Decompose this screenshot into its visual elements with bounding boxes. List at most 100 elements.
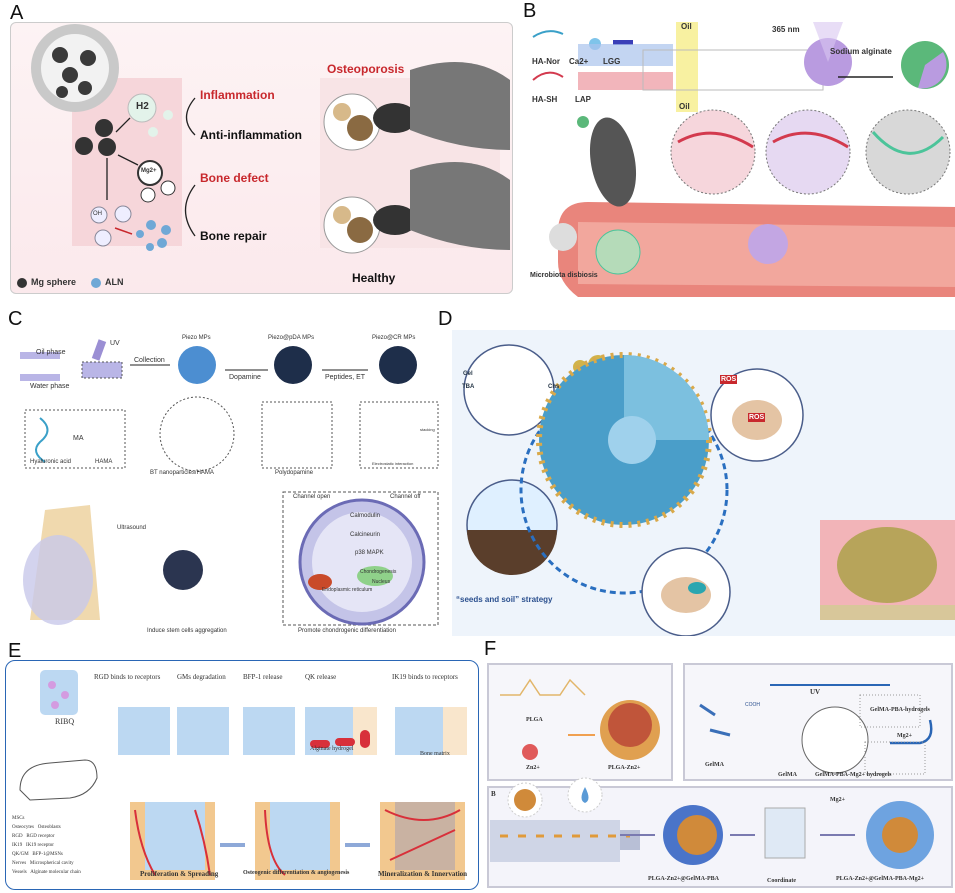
legend-e-item: Microspherical cavity bbox=[29, 861, 74, 866]
channel-off-label: Channel off bbox=[390, 494, 421, 500]
lgg-label: LGG bbox=[603, 57, 621, 66]
panel-e-box bbox=[5, 660, 479, 890]
er-label: Endoplasmic reticulum bbox=[322, 587, 373, 593]
legend-e: MSCs Osteocytes Osteoblasts RGD RGD rece… bbox=[12, 814, 142, 877]
polydopamine-label: Polydopamine bbox=[275, 470, 314, 476]
tba-label: TBA bbox=[462, 384, 475, 390]
coordinate-label: Coordinate bbox=[767, 878, 796, 884]
mg-ion-label: Mg2+ bbox=[897, 733, 913, 739]
legend-e-item: Osteoblasts bbox=[37, 825, 61, 830]
oil-phase-label: Oil phase bbox=[36, 349, 66, 356]
legend-e-item: BFP-1@MSNs bbox=[32, 852, 63, 857]
ma-label: MA bbox=[73, 435, 84, 442]
legend-e-item: MSCs bbox=[12, 816, 25, 821]
panel-c-illustration bbox=[20, 339, 439, 626]
legend-e-item: Vessels bbox=[12, 870, 27, 875]
panel-f-illustration bbox=[490, 678, 934, 869]
f-uv-label: UV bbox=[810, 688, 821, 696]
legend-e-item: Osteocytes bbox=[12, 825, 34, 830]
legend-aln: ALN bbox=[105, 277, 124, 287]
channel-open-label: Channel open bbox=[293, 494, 331, 500]
uv-label: UV bbox=[110, 340, 120, 347]
legend-mg-sphere: Mg sphere bbox=[31, 277, 77, 287]
legend-e-item: IK19 receptor bbox=[26, 843, 54, 848]
chondrogenesis-label: Chondrogenesis bbox=[360, 569, 397, 575]
bt-label: BT nanoparticles/HAMA bbox=[150, 470, 214, 476]
lap-label: LAP bbox=[575, 95, 591, 104]
legend-e-item: Alginate molecular chain bbox=[30, 870, 81, 875]
promote-label: Promote chondrogenic differentiation bbox=[298, 628, 396, 634]
step-gms: GMs degradation bbox=[177, 673, 226, 681]
hama-label: HAMA bbox=[95, 459, 113, 465]
gelma-label: GelMA bbox=[705, 762, 724, 768]
step1-label: PLGA-Zn2+@GelMA-PBA bbox=[648, 876, 719, 882]
inflammation-text: Inflammation bbox=[200, 88, 275, 102]
anti-inflammation-text: Anti-inflammation bbox=[200, 128, 302, 142]
panel-label-b: B bbox=[523, 0, 537, 22]
stage-mineralization: Mineralization & Innervation bbox=[378, 870, 468, 878]
oil-bottom-label: Oil bbox=[679, 102, 690, 111]
collection-label: Collection bbox=[134, 357, 165, 364]
peptides-label: Peptides, ET bbox=[325, 374, 366, 381]
oil-top-label: Oil bbox=[681, 22, 692, 31]
p38-label: p38 MAPK bbox=[355, 550, 384, 556]
ca-label: Ca2+ bbox=[569, 57, 589, 66]
bone-matrix-label: Bone matrix bbox=[420, 751, 450, 757]
panel-label-d: D bbox=[438, 308, 453, 330]
panel-label-a: A bbox=[10, 2, 24, 24]
panel-label-c: C bbox=[8, 308, 23, 330]
panel-e-illustration bbox=[19, 670, 467, 880]
panel-b-illustration bbox=[532, 22, 955, 297]
plga-label: PLGA bbox=[526, 717, 543, 723]
ros-badge-2: ROS bbox=[748, 413, 766, 422]
ribq-label: RIBQ bbox=[55, 717, 75, 726]
bone-repair-text: Bone repair bbox=[200, 229, 267, 243]
stage-osteogenic: Osteogenic differentiation & angiogenesi… bbox=[243, 870, 350, 876]
gelma-circle-label: GelMA bbox=[778, 772, 797, 778]
panel-d-illustration bbox=[463, 344, 955, 636]
chs-label: Chs bbox=[548, 384, 560, 390]
mg-label: Mg2+ bbox=[141, 168, 157, 174]
gelma-pba-label: GelMA-PBA-hydrogels bbox=[870, 707, 930, 713]
dopamine-label: Dopamine bbox=[229, 374, 261, 381]
step-bfp: BFP-1 release bbox=[243, 673, 283, 681]
panel-a-illustration bbox=[17, 24, 510, 288]
ros-badge-1: ROS bbox=[720, 375, 738, 384]
legend-e-item: RGD receptor bbox=[26, 834, 55, 839]
legend-e-item: QK/GM bbox=[12, 852, 29, 857]
step-ik19: IK19 binds to receptors bbox=[392, 673, 458, 681]
panel-label-e: E bbox=[8, 640, 22, 662]
mg-ion-label-2: Mg2+ bbox=[830, 797, 846, 803]
gel-label: Gel bbox=[463, 371, 473, 377]
legend-e-item: RGD bbox=[12, 834, 23, 839]
subpanel-b-label: B bbox=[491, 790, 496, 798]
stacking-label: stacking bbox=[420, 427, 435, 432]
step-qk: QK release bbox=[305, 673, 337, 681]
plga-zn-label: PLGA-Zn2+ bbox=[608, 765, 641, 771]
cooh-label: COOH bbox=[745, 702, 760, 708]
oh-label: OH bbox=[93, 211, 102, 217]
alginate-hydrogel-label: Alginate hydrogel bbox=[310, 746, 354, 752]
uv-wavelength-label: 365 nm bbox=[772, 25, 800, 34]
zn-label: Zn2+ bbox=[526, 765, 540, 771]
step-rgd: RGD binds to receptors bbox=[94, 673, 161, 681]
strategy-label: “seeds and soil” strategy bbox=[456, 595, 553, 604]
calcineurin-label: Calcineurin bbox=[350, 532, 381, 538]
legend-e-item: Nerves bbox=[12, 861, 27, 866]
bone-defect-text: Bone defect bbox=[200, 171, 269, 185]
nucleus-label: Nucleus bbox=[372, 579, 391, 585]
legend-e-item: IK19 bbox=[12, 843, 23, 848]
calmodulin-label: Calmodulin bbox=[350, 513, 381, 519]
piezo-pda-label: Piezo@pDA MPs bbox=[268, 335, 315, 341]
induce-label: Induce stem cells aggregation bbox=[147, 628, 227, 634]
hyaluronic-label: Hyaluronic acid bbox=[30, 459, 72, 465]
ha-sh-label: HA-SH bbox=[532, 95, 558, 104]
piezo-cr-label: Piezo@CR MPs bbox=[372, 335, 416, 341]
healthy-text: Healthy bbox=[352, 271, 396, 285]
piezo-mps-label: Piezo MPs bbox=[182, 335, 211, 341]
ultrasound-label: Ultrasound bbox=[117, 525, 147, 531]
water-phase-label: Water phase bbox=[30, 383, 70, 390]
osteoporosis-text: Osteoporosis bbox=[327, 62, 405, 76]
panel-label-f: F bbox=[484, 638, 497, 660]
step3-label: PLGA-Zn2+@GelMA-PBA-Mg2+ bbox=[836, 876, 925, 882]
